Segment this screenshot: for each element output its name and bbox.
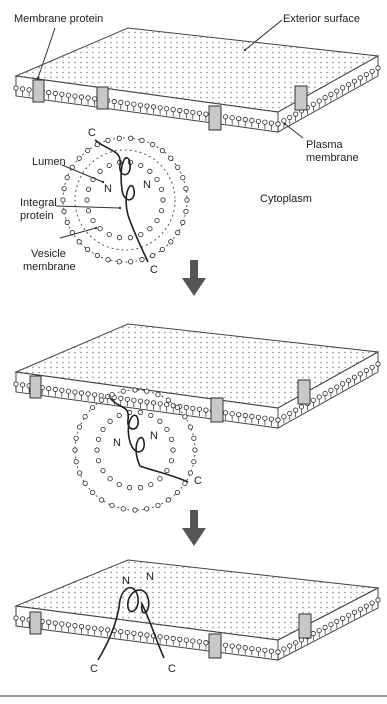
arrow-2: [182, 510, 206, 546]
terminal-n-left: N: [104, 183, 112, 195]
terminal-n-left-2: N: [113, 437, 121, 449]
terminal-n-right: N: [143, 179, 151, 191]
terminal-n-right-3: N: [146, 571, 154, 583]
label-cytoplasm: Cytoplasm: [260, 193, 312, 205]
label-vesicle-membrane: membrane: [23, 261, 76, 273]
terminal-n-right-2: N: [150, 430, 158, 442]
plasma-membrane-slab: [14, 28, 380, 132]
plasma-membrane-slab-3: [14, 560, 380, 660]
panel-3: N N C C: [14, 560, 380, 675]
terminal-c-right-3: C: [168, 663, 176, 675]
label-lumen: Lumen: [32, 156, 66, 168]
fusing-vesicle: [73, 388, 197, 512]
arrow-1: [182, 260, 206, 296]
terminal-n-left-3: N: [122, 575, 130, 587]
label-plasma: Plasma: [306, 139, 344, 151]
label-membrane-protein: Membrane protein: [14, 13, 103, 25]
terminal-c-top: C: [88, 127, 96, 139]
label-vesicle: Vesicle: [31, 248, 66, 260]
transport-vesicle: [61, 136, 189, 264]
terminal-c-left-3: C: [90, 663, 98, 675]
terminal-c-bottom: C: [150, 264, 158, 276]
plasma-membrane-slab-2: [14, 324, 380, 428]
terminal-c-2: C: [194, 475, 202, 487]
label-plasma-membrane: membrane: [306, 152, 359, 164]
panel-1: Membrane protein Exterior surface Plasma…: [14, 13, 380, 276]
label-integral: Integral: [20, 197, 57, 209]
label-integral-protein: protein: [20, 210, 54, 222]
panel-2: N N C: [14, 324, 380, 512]
label-exterior-surface: Exterior surface: [283, 13, 360, 25]
